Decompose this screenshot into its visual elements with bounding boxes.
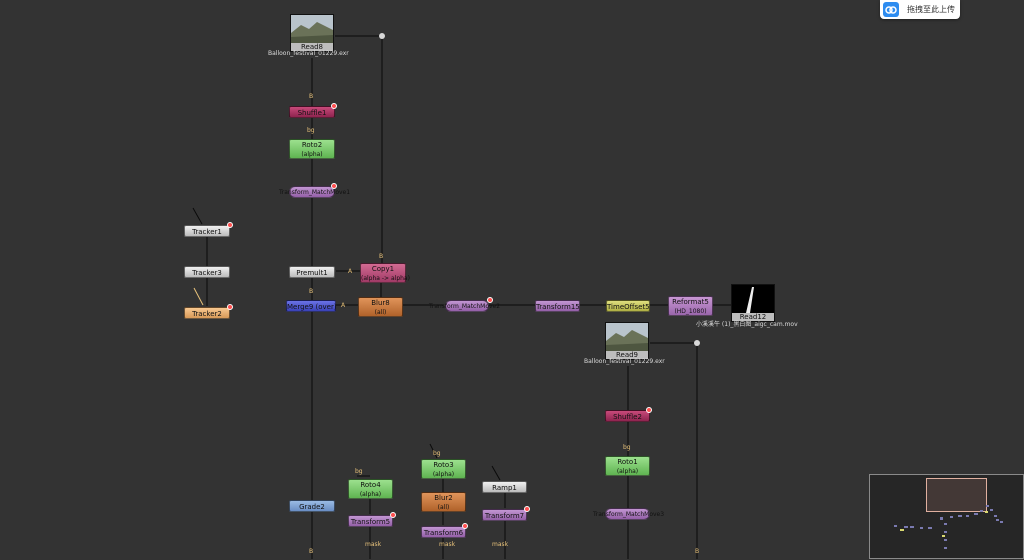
node-sublabel: (all): [437, 504, 450, 511]
transform7-node[interactable]: Transform7: [482, 509, 527, 521]
minimap-nodes: [894, 505, 1003, 549]
timeoffset5-node[interactable]: TimeOffset5: [606, 300, 650, 312]
indicator-dot: [646, 407, 652, 413]
indicator-dot: [331, 183, 337, 189]
ramp1-node[interactable]: Ramp1: [482, 481, 527, 493]
node-sublabel: (HD_1080): [674, 308, 707, 315]
roto3-node[interactable]: Roto3 (alpha): [421, 459, 466, 479]
input-label: A: [341, 302, 346, 309]
upload-label: 拖拽至此上传: [907, 5, 955, 14]
cloud-icon-glyph: [885, 6, 897, 14]
bw-thumbnail: [732, 285, 774, 313]
input-label: B: [309, 548, 314, 555]
dot-node[interactable]: [379, 33, 385, 39]
node-label: Roto3: [433, 461, 454, 469]
node-label: Read9: [615, 351, 639, 359]
transform15-node[interactable]: Transform15: [535, 300, 580, 312]
input-label: B: [309, 93, 314, 100]
roto1-node[interactable]: Roto1 (alpha): [605, 456, 650, 476]
read9-filename: Balloon_festival_01229.exr: [584, 358, 665, 365]
node-label: Roto4: [360, 481, 381, 489]
indicator-dot: [487, 297, 493, 303]
grade2-node[interactable]: Grade2: [289, 500, 335, 512]
node-label: Reformat5: [672, 298, 709, 306]
reformat5-node[interactable]: Reformat5 (HD_1080): [668, 296, 713, 316]
dot-node[interactable]: [694, 340, 700, 346]
input-label: bg: [355, 468, 363, 475]
merge9-node[interactable]: Merge9 (over): [286, 300, 337, 312]
blur2-node[interactable]: Blur2 (all): [421, 492, 466, 512]
node-sublabel: (alpha): [616, 468, 639, 475]
input-label: mask: [365, 541, 382, 548]
landscape-thumbnail: [291, 15, 333, 43]
transform6-node[interactable]: Transform6: [421, 526, 466, 538]
blur8-node[interactable]: Blur8 (all): [358, 297, 403, 317]
input-label: bg: [623, 444, 631, 451]
indicator-dot: [227, 222, 233, 228]
landscape-thumbnail: [606, 323, 648, 351]
input-label: B: [309, 288, 314, 295]
read8-filename: Balloon_festival_01229.exr: [268, 50, 349, 57]
node-sublabel: (all): [374, 309, 387, 316]
input-label: B: [695, 548, 700, 555]
read12-filename: 小溪溪午 (1)_黑白图_aigc_cam.mov: [696, 321, 798, 328]
input-label: B: [379, 253, 384, 260]
indicator-dot: [227, 304, 233, 310]
node-sublabel: (alpha): [432, 471, 455, 478]
input-label: A: [348, 268, 353, 275]
node-label: Transform_MatchMove1: [279, 189, 351, 196]
tracker1-node[interactable]: Tracker1: [184, 225, 230, 237]
cloud-icon: [883, 2, 899, 17]
tracker2-node[interactable]: Tracker2: [184, 307, 230, 319]
indicator-dot: [462, 523, 468, 529]
node-sublabel: (alpha): [301, 151, 323, 158]
input-label: mask: [492, 541, 509, 548]
node-label: Transform_MatchMove3: [593, 511, 665, 518]
read8-node[interactable]: Read8: [290, 14, 334, 52]
upload-button[interactable]: 拖拽至此上传: [880, 0, 960, 19]
transform-matchmove3-node[interactable]: [605, 508, 650, 520]
node-label: Read8: [300, 43, 324, 51]
copy1-node[interactable]: Copy1 (alpha -> alpha): [360, 263, 410, 283]
read9-node[interactable]: Read9: [605, 322, 649, 360]
node-sublabel: (alpha): [359, 491, 382, 498]
node-label: Read12: [739, 313, 767, 321]
node-sublabel: (alpha -> alpha): [361, 275, 410, 282]
transform5-node[interactable]: Transform5: [348, 515, 393, 527]
node-label: Roto2: [301, 141, 323, 149]
indicator-dot: [390, 512, 396, 518]
transform-matchmove1-node[interactable]: [289, 186, 335, 198]
roto4-node[interactable]: Roto4 (alpha): [348, 479, 393, 499]
shuffle2-node[interactable]: Shuffle2: [605, 410, 650, 422]
node-label: Copy1: [371, 265, 395, 273]
input-label: bg: [433, 450, 441, 457]
input-label: mask: [439, 541, 456, 548]
minimap-navigator[interactable]: [869, 474, 1024, 559]
shuffle1-node[interactable]: Shuffle1: [289, 106, 335, 118]
premult1-node[interactable]: Premult1: [289, 266, 335, 278]
node-label: Transform_MatchMove2: [429, 303, 501, 310]
read12-node[interactable]: Read12: [731, 284, 775, 322]
tracker3-node[interactable]: Tracker3: [184, 266, 230, 278]
minimap-viewport[interactable]: [926, 478, 987, 512]
node-label: Roto1: [617, 458, 638, 466]
indicator-dot: [524, 506, 530, 512]
transform-matchmove2-node[interactable]: [445, 300, 489, 312]
input-label: bg: [307, 127, 315, 134]
node-label: Blur2: [434, 494, 453, 502]
node-label: Blur8: [371, 299, 390, 307]
roto2-node[interactable]: Roto2 (alpha): [289, 139, 335, 159]
indicator-dot: [331, 103, 337, 109]
